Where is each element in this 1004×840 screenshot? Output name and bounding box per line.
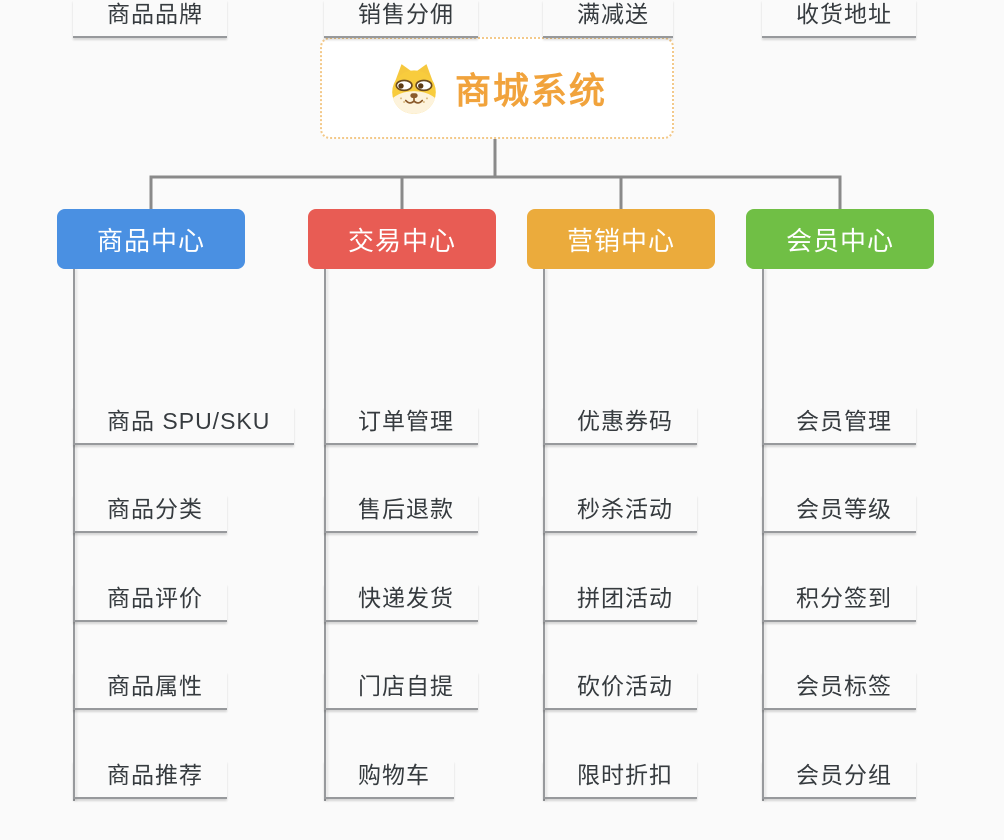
root-topic[interactable]: 商城系统 bbox=[320, 37, 674, 139]
subtopic-node[interactable]: 商品推荐 bbox=[73, 761, 227, 799]
subtopic-node[interactable]: 积分签到 bbox=[762, 584, 916, 622]
subtopic-node[interactable]: 会员分组 bbox=[762, 761, 916, 799]
subtopic-node[interactable]: 销售分佣 bbox=[324, 0, 478, 38]
subtopic-node[interactable]: 拼团活动 bbox=[543, 584, 697, 622]
subtopic-node[interactable]: 订单管理 bbox=[324, 407, 478, 445]
subtopic-node[interactable]: 商品 SPU/SKU bbox=[73, 407, 295, 445]
doge-icon bbox=[392, 64, 436, 114]
subtopic-node[interactable]: 会员标签 bbox=[762, 672, 916, 710]
branch-column-marketing-center: 营销中心 优惠券码 秒杀活动 拼团活动 砍价活动 限时折扣 满减送 bbox=[527, 0, 773, 840]
subtopic-node[interactable]: 商品评价 bbox=[73, 584, 227, 622]
subtopic-node[interactable]: 售后退款 bbox=[324, 495, 478, 533]
branch-topic-marketing-center[interactable]: 营销中心 bbox=[527, 209, 715, 269]
branch-topic-member-center[interactable]: 会员中心 bbox=[746, 209, 934, 269]
subtopic-node[interactable]: 商品属性 bbox=[73, 672, 227, 710]
branch-column-trade-center: 交易中心 订单管理 售后退款 快递发货 门店自提 购物车 销售分佣 bbox=[308, 0, 554, 840]
subtopic-node[interactable]: 秒杀活动 bbox=[543, 495, 697, 533]
subtopic-node[interactable]: 优惠券码 bbox=[543, 407, 697, 445]
subtopic-node[interactable]: 满减送 bbox=[543, 0, 673, 38]
subtopic-node[interactable]: 快递发货 bbox=[324, 584, 478, 622]
subtopic-node[interactable]: 砍价活动 bbox=[543, 672, 697, 710]
branch-topic-trade-center[interactable]: 交易中心 bbox=[308, 209, 496, 269]
subtopic-node[interactable]: 收货地址 bbox=[762, 0, 916, 38]
branch-column-member-center: 会员中心 会员管理 会员等级 积分签到 会员标签 会员分组 收货地址 bbox=[746, 0, 992, 840]
subtopic-node[interactable]: 门店自提 bbox=[324, 672, 478, 710]
subtopic-node[interactable]: 限时折扣 bbox=[543, 761, 697, 799]
subtopic-node[interactable]: 会员等级 bbox=[762, 495, 916, 533]
branch-column-product-center: 商品中心 商品 SPU/SKU 商品分类 商品评价 商品属性 商品推荐 商品品牌 bbox=[57, 0, 303, 840]
subtopic-node[interactable]: 会员管理 bbox=[762, 407, 916, 445]
subtopic-node[interactable]: 商品分类 bbox=[73, 495, 227, 533]
branch-topic-product-center[interactable]: 商品中心 bbox=[57, 209, 245, 269]
subtopic-node[interactable]: 购物车 bbox=[324, 761, 454, 799]
root-topic-title: 商城系统 bbox=[454, 70, 607, 111]
subtopic-node[interactable]: 商品品牌 bbox=[73, 0, 227, 38]
